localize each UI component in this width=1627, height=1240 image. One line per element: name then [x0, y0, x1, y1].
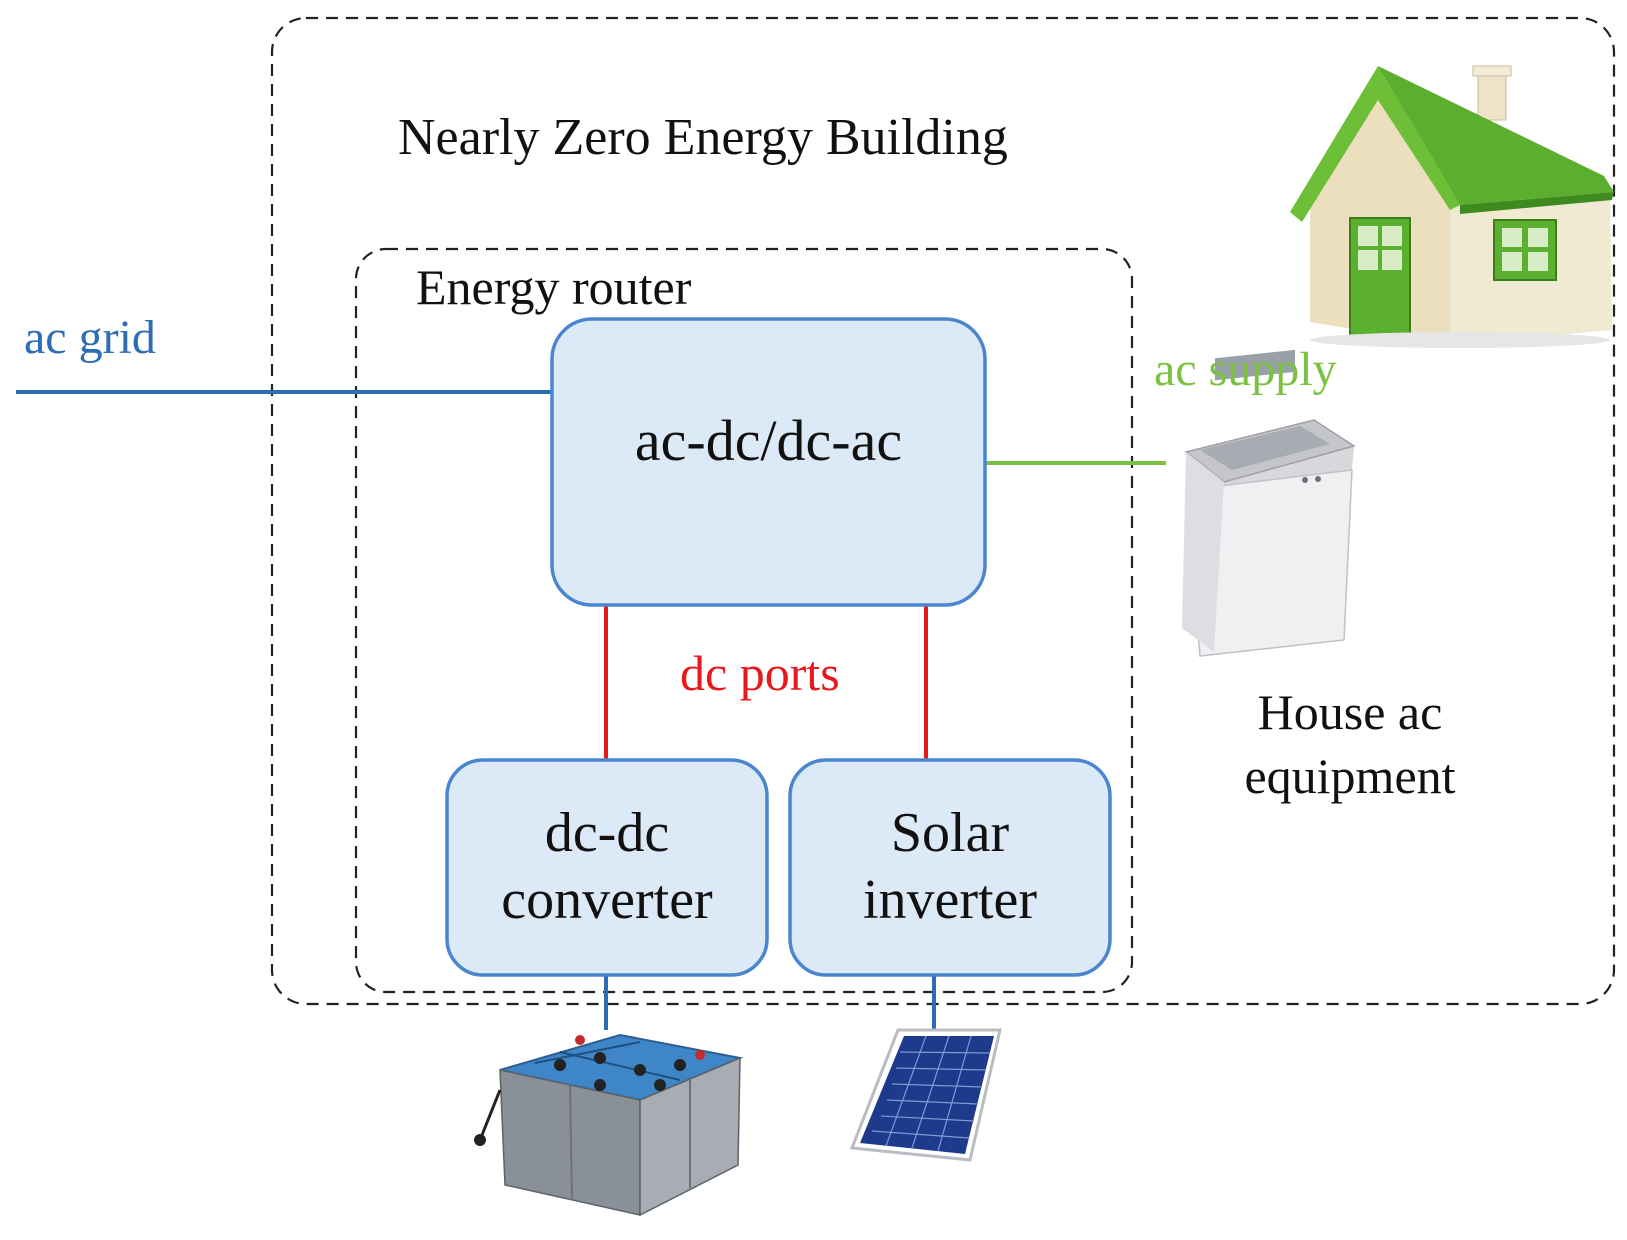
ac-supply-label: ac supply	[1154, 343, 1337, 396]
battery-bank-icon	[474, 1033, 744, 1217]
equipment-label-line1: House ac	[1257, 684, 1443, 740]
dcdc-label: dc-dc converter	[447, 800, 767, 934]
router-title: Energy router	[416, 259, 692, 315]
acdc-label: ac-dc/dc-ac	[552, 406, 985, 476]
solar-panel-icon	[849, 1028, 1002, 1162]
solar-inverter-label-line1: Solar	[890, 802, 1010, 864]
equipment-label: House ac equipment	[1170, 680, 1530, 808]
dcdc-box	[445, 758, 769, 977]
router-boundary	[354, 247, 1134, 994]
acdc-box	[550, 317, 987, 607]
solar-inverter-label-line2: inverter	[862, 869, 1038, 932]
dcdc-label-line1: dc-dc	[544, 802, 670, 864]
washing-machine-icon	[1182, 349, 1356, 657]
building-title: Nearly Zero Energy Building	[398, 109, 1008, 166]
equipment-label-line2: equipment	[1244, 748, 1456, 804]
dc-ports-label: dc ports	[680, 645, 840, 701]
building-boundary	[270, 16, 1616, 1006]
solar-inverter-label: Solar inverter	[790, 800, 1110, 934]
house-icon	[1290, 65, 1614, 348]
acdc-label-text: ac-dc/dc-ac	[634, 408, 903, 473]
ac-grid-label: ac grid	[24, 311, 156, 364]
solar-inverter-box	[788, 758, 1112, 977]
dcdc-label-line2: converter	[501, 869, 713, 932]
